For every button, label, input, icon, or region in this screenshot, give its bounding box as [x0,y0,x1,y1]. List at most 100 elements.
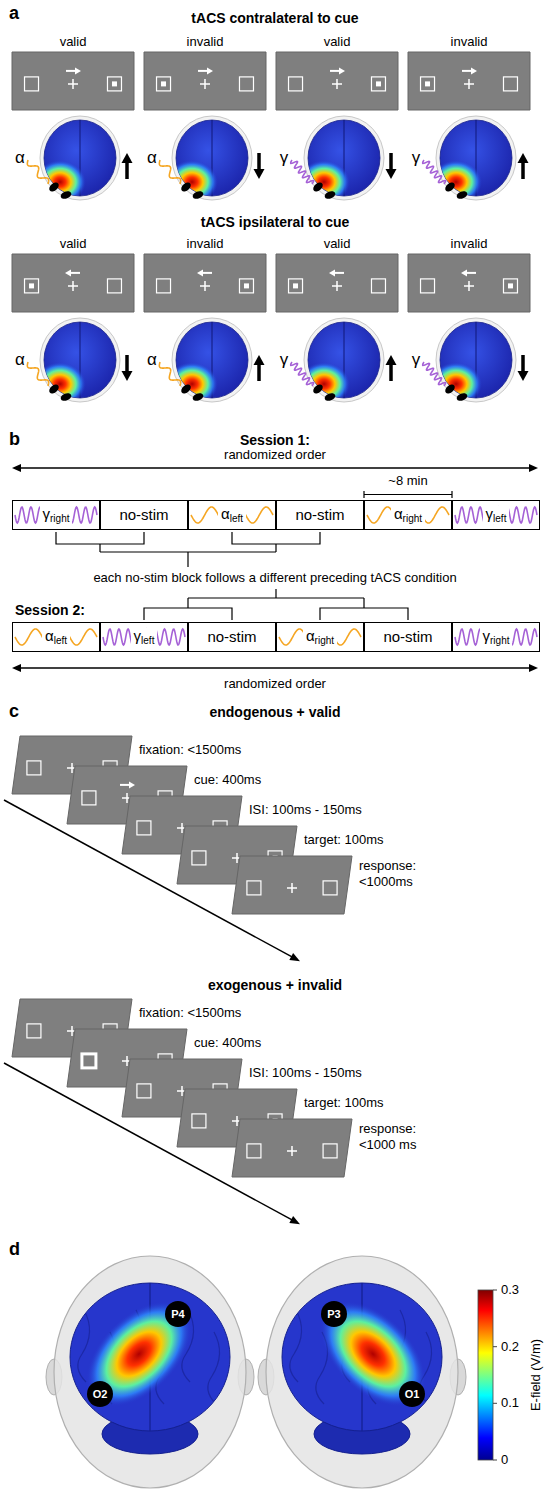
cue-arrowhead [339,67,345,74]
gamma-wave [422,362,445,386]
cue-arrow [202,272,212,274]
fixation-cross [332,281,342,291]
frequency-symbol: γ [279,148,290,168]
bracket-note: each no-stim block follows a different p… [92,570,457,586]
subscript-label: right [403,513,422,524]
subscript-label: left [230,513,243,524]
text-patch: γleft [131,628,158,646]
subscript-label: right [490,635,509,646]
change-arrowhead [254,169,265,179]
change-arrowhead [122,153,133,163]
frequency-symbol: γ [411,350,422,370]
timing-label: response: <1000ms [358,858,440,889]
timing-label: fixation: <1500ms [138,742,242,758]
change-arrow [125,355,129,372]
text-patch: O2 [93,1389,108,1400]
field-hotspot [67,1282,211,1426]
text-patch: no-stim [380,629,435,646]
placeholder-box [239,77,253,91]
condition-label: valid [59,236,88,252]
node-label: α [306,627,315,644]
colorbar-ticks [493,1290,497,1460]
subscript-label: left [493,513,506,524]
cue-arrowhead [65,269,71,276]
session-block: αleft [188,500,276,530]
frequency-symbol: α [14,148,26,168]
alpha-wave [159,362,180,386]
panel-letter: d [8,1239,21,1261]
placeholder-box [82,1054,96,1068]
gamma-wave [290,160,313,184]
screen [408,254,530,312]
fixation-cross [287,1146,297,1156]
placeholder-box [247,1144,261,1158]
screen [232,1119,352,1177]
placeholder-box [371,77,385,91]
electrode [180,181,193,193]
fixation-cross [200,281,210,291]
change-arrowhead [122,371,133,381]
node-label: γ [486,505,494,522]
condition-label: invalid [450,34,489,50]
placeholder-box [503,77,517,91]
gamma-wave [455,507,537,523]
screen [408,52,530,110]
duration-bracket [364,491,452,498]
timing-label: ISI: 100ms - 150ms [248,1065,363,1081]
electrode [180,383,193,395]
target-square [29,283,34,288]
text-patch: P4 [171,1309,184,1320]
node-label: no-stim [383,628,432,645]
panel-title: exogenous + invalid [207,977,343,994]
condition-label: invalid [186,236,225,252]
arrowhead [529,664,538,672]
node-label: γ [134,627,142,644]
change-arrow [389,364,393,381]
head [266,1256,458,1488]
timing-label: cue: 400ms [193,772,262,788]
field-hotspot [301,1282,445,1426]
node-label: no-stim [207,628,256,645]
target-square [161,81,166,86]
placeholder-box [239,279,253,293]
target-square [112,81,117,86]
node-label: no-stim [119,506,168,523]
session-block: no-stim [188,622,276,652]
subscript-label: right [50,513,69,524]
cue-arrowhead [75,67,81,74]
condition-label: valid [323,34,352,50]
placeholder-box [25,77,39,91]
target-square [425,81,430,86]
placeholder-box [25,279,39,293]
gamma-wave [15,507,97,523]
fixation-cross [287,883,297,893]
gamma-wave [103,629,185,645]
placeholder-box [323,1144,337,1158]
colorbar [478,1290,493,1460]
panel-title: tACS contralateral to cue [190,10,359,27]
node-label: no-stim [295,506,344,523]
frequency-symbol: α [146,148,158,168]
change-arrow [521,162,525,179]
target-square [244,283,249,288]
fixation-cross [464,79,474,89]
target-square [293,283,298,288]
cue-arrowhead [461,269,467,276]
node-label: O2 [93,1388,108,1400]
subscript-label: left [141,635,154,646]
frequency-symbol: γ [279,350,290,370]
arrowhead [12,664,21,672]
change-arrowhead [518,371,529,381]
axis-label: E-field (V/m) [528,1338,544,1412]
cue-arrowhead [471,67,477,74]
fixation-cross [68,79,78,89]
screen [12,254,134,312]
condition-label: valid [59,34,88,50]
subscript-label: left [54,635,67,646]
target-square [376,81,381,86]
text-patch: no-stim [292,507,347,524]
electrode [456,190,469,200]
electrode [60,190,73,200]
text-patch: γright [40,506,73,524]
